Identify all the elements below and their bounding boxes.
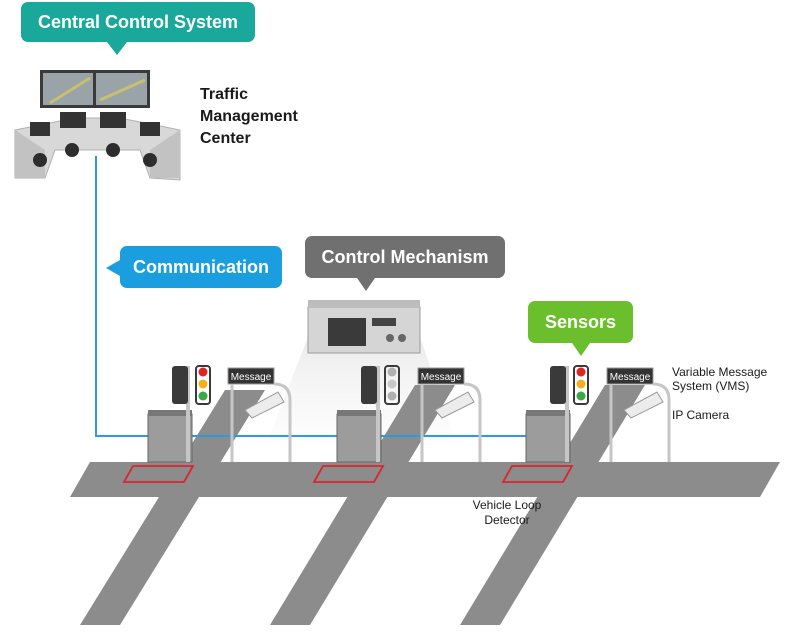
vms-label-line-1: Variable Message [672,365,768,379]
vms-label-line-2: System (VMS) [672,379,750,393]
traffic-management-center-illustration [14,70,181,181]
roadside-unit-2: Message [336,365,482,463]
loop-detector-2 [312,465,385,483]
vms-label: Variable Message System (VMS) [672,365,797,393]
roadside-unit-3: Message [525,365,671,463]
sign-text-2: Message [421,372,462,383]
controller-device-illustration [307,300,421,354]
sign-text-1: Message [231,372,272,383]
control-mechanism-callout: Control Mechanism [305,236,505,291]
loop-label-line-1: Vehicle Loop [472,498,542,512]
communication-callout: Communication [106,246,282,288]
roads [70,385,780,625]
cross-road-3 [460,385,645,625]
cross-road-2 [270,385,455,625]
roadside-unit-1: Message [147,365,292,463]
loop-detector-1 [122,465,195,483]
traffic-management-center-label: Traffic Management Center [200,84,330,150]
main-road [70,462,780,497]
cross-road-1 [80,390,265,625]
ip-camera-label: IP Camera [672,408,730,422]
central-control-system-callout: Central Control System [21,2,255,55]
loop-detector-3 [501,465,574,483]
sensors-callout: Sensors [528,301,633,356]
loop-detectors [122,465,574,483]
tmc-label-line-3: Center [200,130,251,147]
tmc-label-line-2: Management [200,108,298,125]
loop-label-line-2: Detector [484,513,530,527]
sign-text-3: Message [610,372,651,383]
communication-line [95,156,540,437]
vehicle-loop-detector-label: Vehicle Loop Detector [452,498,562,528]
tmc-label-line-1: Traffic [200,86,249,103]
